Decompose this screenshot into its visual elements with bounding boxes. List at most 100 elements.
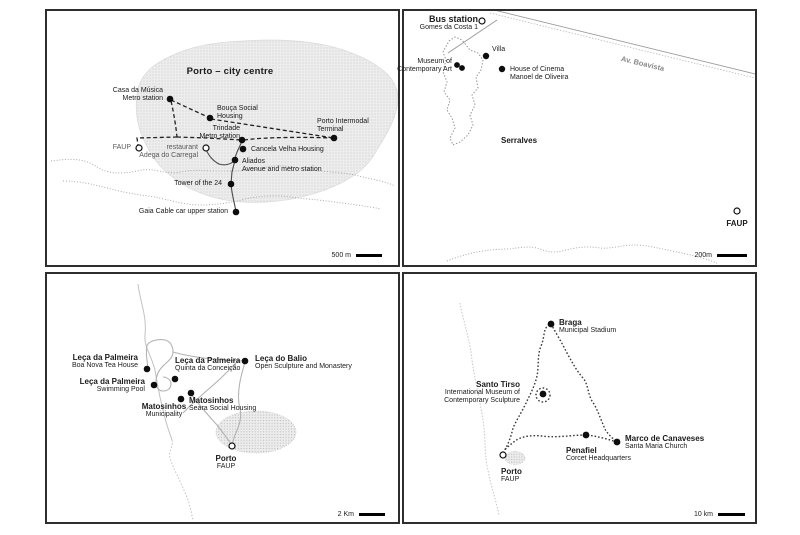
marker-trindade [238,136,246,144]
boavista-road-line-1 [496,11,755,75]
site-sub: Terminal [317,126,344,134]
boavista-road-line-2 [489,12,755,79]
marker-museum-a [454,62,460,68]
scale-bar [717,254,747,257]
marker-penafiel [582,431,590,439]
label-faup-serralves: FAUP [718,219,756,228]
label-restaurant: restaurant Adega do Carregal [139,144,198,160]
marker-casa-da-musica [166,95,174,103]
label-museum-contemporary-art: Museum of Contemporary Art [397,58,452,74]
scale-label: 500 m [331,252,351,259]
marker-intermodal-terminal [330,134,338,142]
label-porto-faup: Porto FAUP [203,454,249,471]
site-sub: Seara Social Housing [189,405,257,413]
bus-station-road [447,19,498,54]
marker-quinta-conceicao [171,375,179,383]
marker-marco-de-canaveses [613,438,621,446]
label-tower-24: Tower of the 24 [174,180,222,188]
diagonal-road [182,359,240,414]
route-aliados-axis [230,140,243,213]
marker-faup-city [135,144,143,152]
city-centre-title: Porto – city centre [186,66,274,77]
label-gaia-cable-car: Gaia Cable car upper station [139,208,228,216]
site-sub: Swimming Pool [96,386,145,394]
scale-bar-region: 10 km [694,511,745,518]
site-name: Matosinhos [189,396,234,405]
label-quinta-conceicao: Leça da Palmeira Quinta da Conceição [175,356,240,373]
site-sub: Municipality [145,411,183,419]
region-map [459,302,621,516]
label-seara-housing: Matosinhos Seara Social Housing [189,396,256,413]
park-name: Serralves [501,136,538,145]
site-sub: Manoel de Oliveira [510,74,569,82]
site-name: Porto Intermodal [317,118,369,125]
marker-leca-do-balio [241,357,249,365]
marker-porto-faup [499,451,507,459]
label-faup-city: FAUP [113,144,131,152]
panel-matosinhos: Leça da Palmeira Boa Nova Tea House Leça… [45,272,400,524]
porto-urban-area [215,410,297,454]
route-trindade-terminal [243,136,335,141]
site-name: FAUP [112,144,131,151]
site-sub: Metro station [122,95,163,103]
site-sub: Santa Maria Church [625,443,688,451]
site-sub: FAUP [501,476,520,484]
river-south-bank [62,180,382,210]
label-braga: Braga Municipal Stadium [559,318,616,335]
label-intermodal-terminal: Porto Intermodal Terminal [317,118,369,134]
scale-label: 2 Km [337,511,354,518]
marker-bouca-housing [206,114,214,122]
site-sub: FAUP [216,463,236,471]
city-centre-area [135,39,398,203]
label-aliados: Aliados Avenue and metro station [242,158,322,174]
site-sub: Quinta da Conceição [175,365,241,373]
scale-bar-matosinhos: 2 Km [338,511,385,518]
marker-gaia-cable-car [232,208,240,216]
site-name: Bus station [428,14,478,24]
scale-bar-city: 500 m [332,252,382,259]
coast-line [446,244,718,264]
marker-braga [547,320,555,328]
label-trindade: Trindade Metro station [200,125,240,141]
scale-bar [718,513,745,516]
label-porto-faup: Porto FAUP [501,467,522,484]
site-name: Porto [215,454,237,463]
label-penafiel: Penafiel Corcet Headquarters [566,446,631,463]
marker-boa-nova [143,365,151,373]
scale-label: 200m [694,252,712,259]
site-name: Bouça Social [217,105,258,112]
marker-seara-housing [187,389,195,397]
site-name: Villa [492,46,506,53]
serralves-park-boundary [442,36,484,146]
site-name: Marco de Canaveses [625,434,705,443]
label-bouca: Bouça Social Housing [217,105,258,121]
label-santo-tirso: Santo Tirso International Museum of Cont… [444,380,520,405]
marker-santo-tirso [539,390,547,398]
marker-matosinhos-municipality [177,395,185,403]
route-restaurant-spur [205,148,235,166]
site-sub: Municipal Stadium [559,327,617,335]
label-boa-nova: Leça da Palmeira Boa Nova Tea House [72,353,138,370]
site-name: Casa da Música [112,87,163,94]
route-braga-marco [550,323,618,442]
site-name: Cancela Velha Housing [251,146,324,153]
route-santo-tirso-loop [535,387,551,403]
panel-title: Porto – city centre [150,66,310,78]
panel-region: Braga Municipal Stadium Santo Tirso Inte… [402,272,757,524]
serralves-map [442,11,755,264]
site-name: Matosinhos [141,402,187,411]
marker-villa [482,52,490,60]
marker-faup-serralves [733,207,741,215]
site-name: FAUP [726,219,748,228]
site-sub: Adega do Carregal [139,152,198,160]
marker-house-of-cinema [498,65,506,73]
panel-serralves: Bus station Gomes da Costa 1 Av. Boavist… [397,9,757,267]
matosinhos-map [137,283,297,521]
panel-porto-city-centre: Porto – city centre Casa da Música Metro… [45,9,400,267]
site-name: Trindade [212,125,240,132]
road-to-balio [172,351,246,362]
city-centre-map [50,39,398,216]
route-casa-bouca [170,99,211,119]
site-name: House of Cinema [510,66,565,73]
label-villa: Villa [492,46,505,54]
